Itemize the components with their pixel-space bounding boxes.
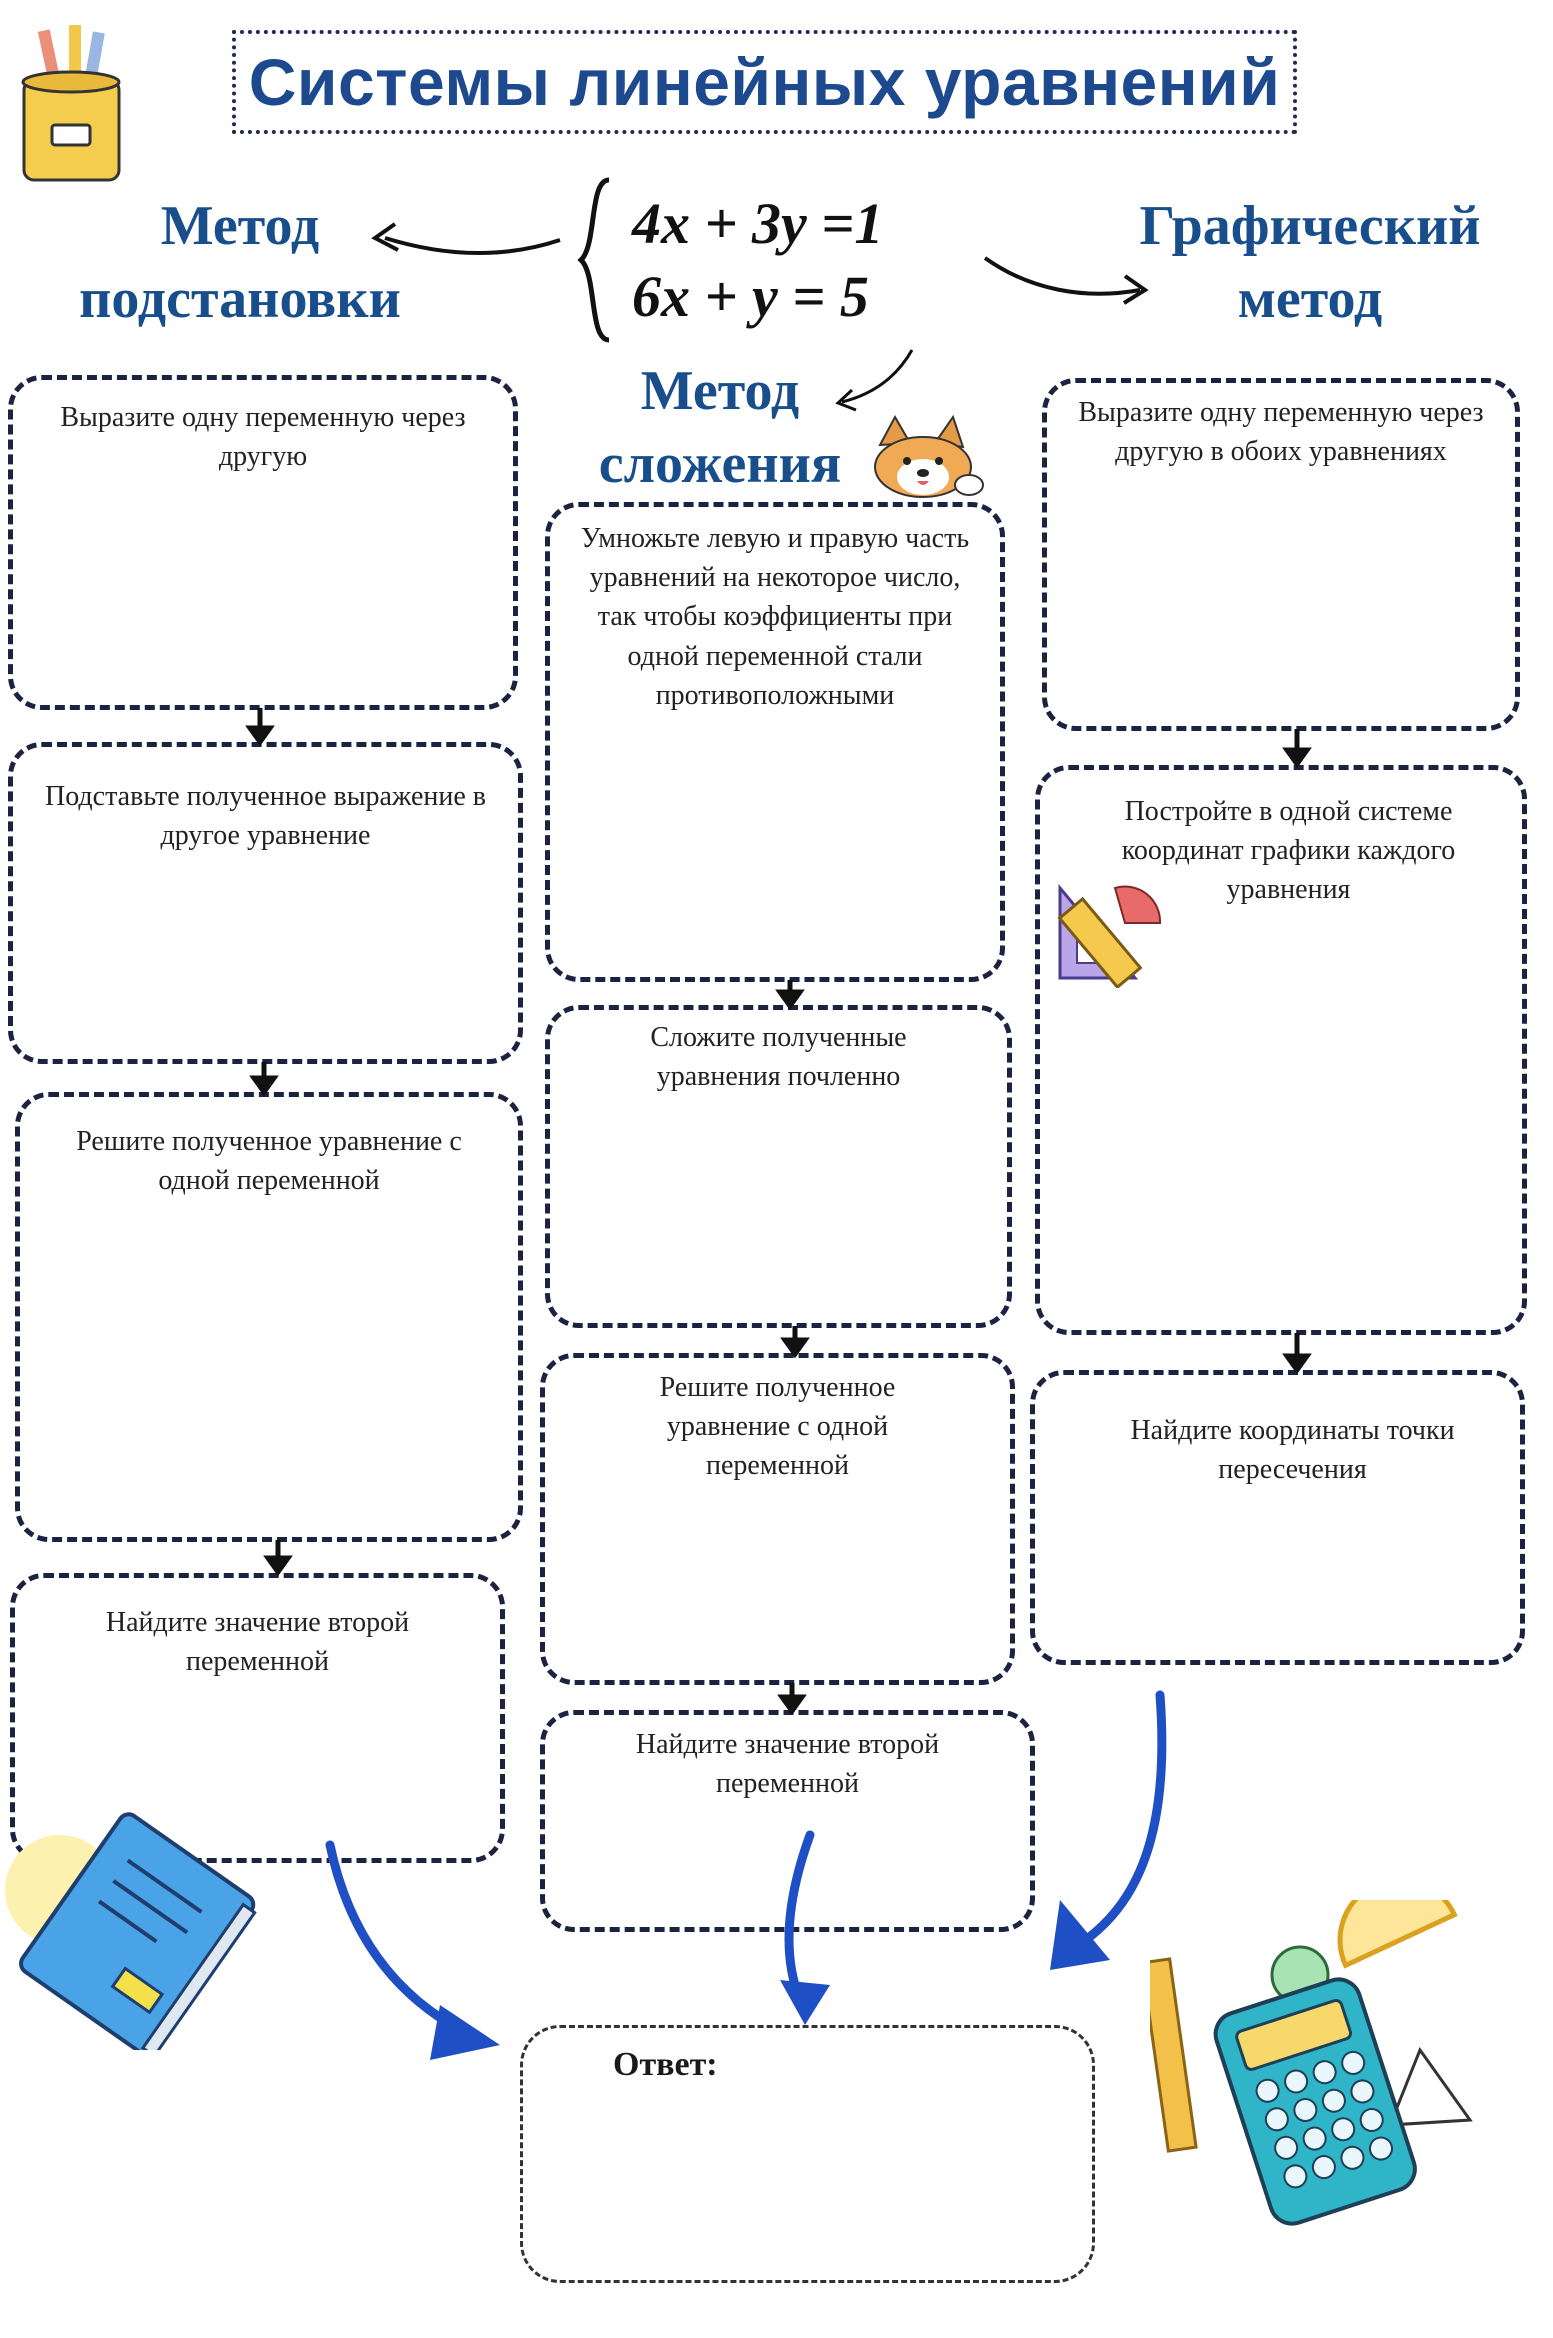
addition-title-line2: сложения	[598, 432, 842, 495]
graphical-step-1: Выразите одну переменную через другую в …	[1042, 378, 1520, 731]
graphical-step-3: Найдите координаты точки пересечения	[1030, 1370, 1525, 1665]
equation-1: 4x + 3y =1	[632, 191, 884, 256]
corgi-icon	[865, 414, 985, 500]
step-text: Найдите координаты точки пересечения	[1130, 1415, 1455, 1486]
step-text: Найдите значение второй переменной	[105, 1607, 410, 1678]
top-arrows	[371, 222, 1149, 412]
step-text: Найдите значение второй переменной	[635, 1729, 940, 1800]
answer-arrows	[325, 1690, 1167, 2060]
substitution-title-line1: Метод	[160, 195, 320, 257]
addition-step-3: Решите полученное уравнение с одной пере…	[540, 1353, 1015, 1685]
substitution-step-4: Найдите значение второй переменной	[10, 1573, 505, 1863]
addition-title-line1: Метод	[640, 360, 800, 422]
notebook-icon	[0, 1810, 280, 2059]
pencil-cup-icon	[14, 20, 129, 185]
calculator-icon	[1140, 1877, 1510, 2230]
system-brace	[575, 175, 615, 345]
addition-method-title: Метод сложения	[560, 355, 880, 501]
graphical-method-title: Графический метод	[1090, 190, 1530, 336]
substitution-step-3: Решите полученное уравнение с одной пере…	[15, 1092, 523, 1542]
equation-system: 4x + 3y =1 6x + y = 5	[632, 188, 952, 333]
substitution-method-title: Метод подстановки	[30, 190, 450, 336]
substitution-step-1: Выразите одну переменную через другую	[8, 375, 518, 710]
step-text: Решите полученное уравнение с одной пере…	[659, 1372, 896, 1482]
addition-step-1: Умножьте левую и правую часть уравнений …	[545, 502, 1005, 982]
step-text: Решите полученное уравнение с одной пере…	[76, 1126, 462, 1197]
ruler-triangle-icon	[1055, 868, 1165, 990]
step-text: Умножьте левую и правую часть уравнений …	[580, 523, 970, 711]
equation-2: 6x + y = 5	[632, 263, 869, 329]
graphical-title-line1: Графический	[1139, 195, 1481, 257]
title-frame: Системы линейных уравнений	[232, 30, 1297, 134]
page-title: Системы линейных уравнений	[248, 45, 1281, 119]
addition-step-2: Сложите полученные уравнения почленно	[545, 1005, 1012, 1328]
answer-box[interactable]: Ответ:	[520, 2025, 1095, 2283]
substitution-title-line2: подстановки	[79, 267, 401, 330]
answer-label: Ответ:	[613, 2046, 718, 2083]
substitution-step-2: Подставьте полученное выражение в другое…	[8, 742, 523, 1064]
step-text: Постройте в одной системе координат граф…	[1121, 796, 1456, 906]
graphical-step-2: Постройте в одной системе координат граф…	[1035, 765, 1527, 1335]
step-arrows	[245, 708, 1312, 1716]
step-text: Выразите одну переменную через другую в …	[1078, 397, 1484, 468]
step-text: Сложите полученные уравнения почленно	[650, 1022, 907, 1093]
graphical-title-line2: метод	[1237, 267, 1383, 330]
step-text: Подставьте полученное выражение в другое…	[45, 781, 486, 852]
step-text: Выразите одну переменную через другую	[60, 402, 466, 473]
